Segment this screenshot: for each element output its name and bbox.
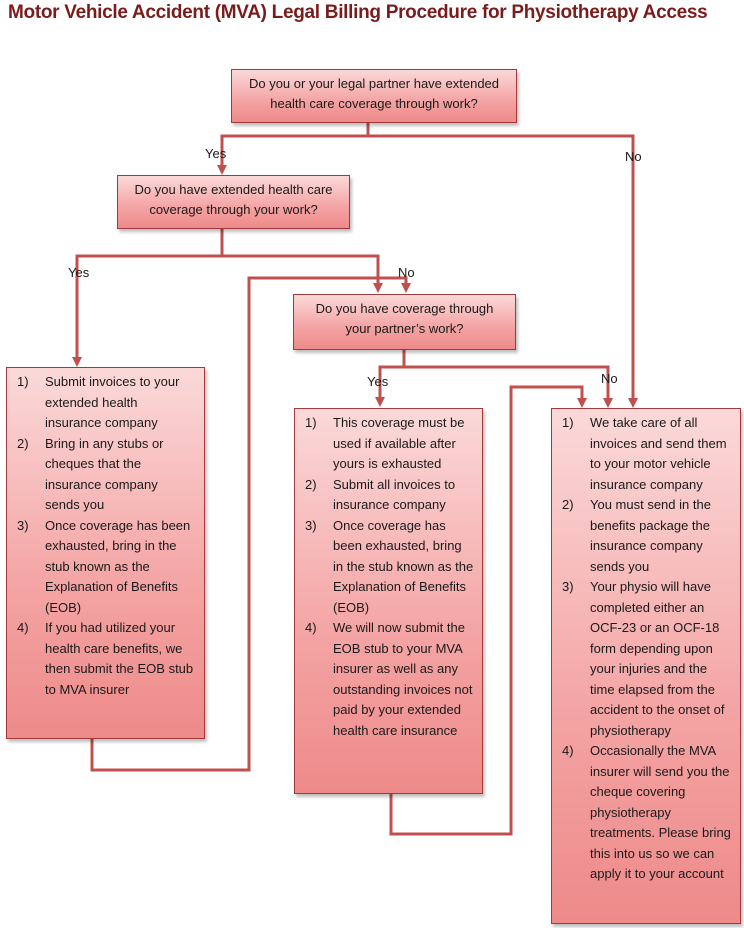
label-q2-yes: Yes: [68, 265, 90, 280]
question-text: Do you have coverage through your partne…: [315, 301, 494, 336]
page-title: Motor Vehicle Accident (MVA) Legal Billi…: [8, 2, 708, 23]
outcome-box-partner-coverage: 1)This coverage must be used if availabl…: [294, 408, 483, 794]
list-item: 2)Bring in any stubs or cheques that the…: [17, 435, 164, 513]
list-item: 1)We take care of all invoices and send …: [562, 415, 727, 492]
label-q1-yes: Yes: [205, 146, 227, 161]
connector-q2-no: [222, 254, 383, 293]
outcome-box-own-coverage: 1)Submit invoices to your extended healt…: [6, 367, 205, 739]
question-text: Do you or your legal partner have extend…: [248, 76, 500, 111]
list-item: 4)We will now submit the EOB stub to you…: [305, 620, 473, 738]
label-q3-no: No: [601, 371, 618, 386]
list-item: 2)You must send in the benefits package …: [562, 497, 711, 574]
connector-left-loop: [90, 276, 411, 772]
list-item: 1)This coverage must be used if availabl…: [305, 415, 465, 471]
list-item: 3)Your physio will have completed either…: [562, 579, 725, 738]
question-box-own-coverage: Do you have extended health care coverag…: [117, 175, 350, 229]
label-q1-no: No: [625, 149, 642, 164]
label-q3-yes: Yes: [367, 374, 389, 389]
connector-q3-yes: [375, 365, 404, 407]
connector-q2-yes: [72, 254, 222, 367]
connector-q1-no: [368, 134, 638, 408]
list-item: 2)Submit all invoices to insurance compa…: [305, 476, 456, 513]
question-box-partner-coverage: Do you or your legal partner have extend…: [231, 69, 517, 123]
outcome-box-no-coverage: 1)We take care of all invoices and send …: [551, 408, 741, 924]
question-text: Do you have extended health care coverag…: [134, 182, 333, 217]
question-box-partner-work: Do you have coverage through your partne…: [293, 294, 516, 350]
list-item: 1)Submit invoices to your extended healt…: [17, 374, 180, 430]
connector-q3-no: [404, 365, 613, 408]
list-item: 3)Once coverage has been exhausted, brin…: [305, 517, 474, 615]
list-item: 4)Occasionally the MVA insurer will send…: [562, 743, 731, 881]
connector-q1-yes: [217, 134, 368, 175]
list-item: 3)Once coverage has been exhausted, brin…: [17, 517, 191, 615]
label-q2-no: No: [398, 265, 415, 280]
connector-middle-loop: [389, 385, 587, 836]
list-item: 4)If you had utilized your health care b…: [17, 620, 194, 697]
